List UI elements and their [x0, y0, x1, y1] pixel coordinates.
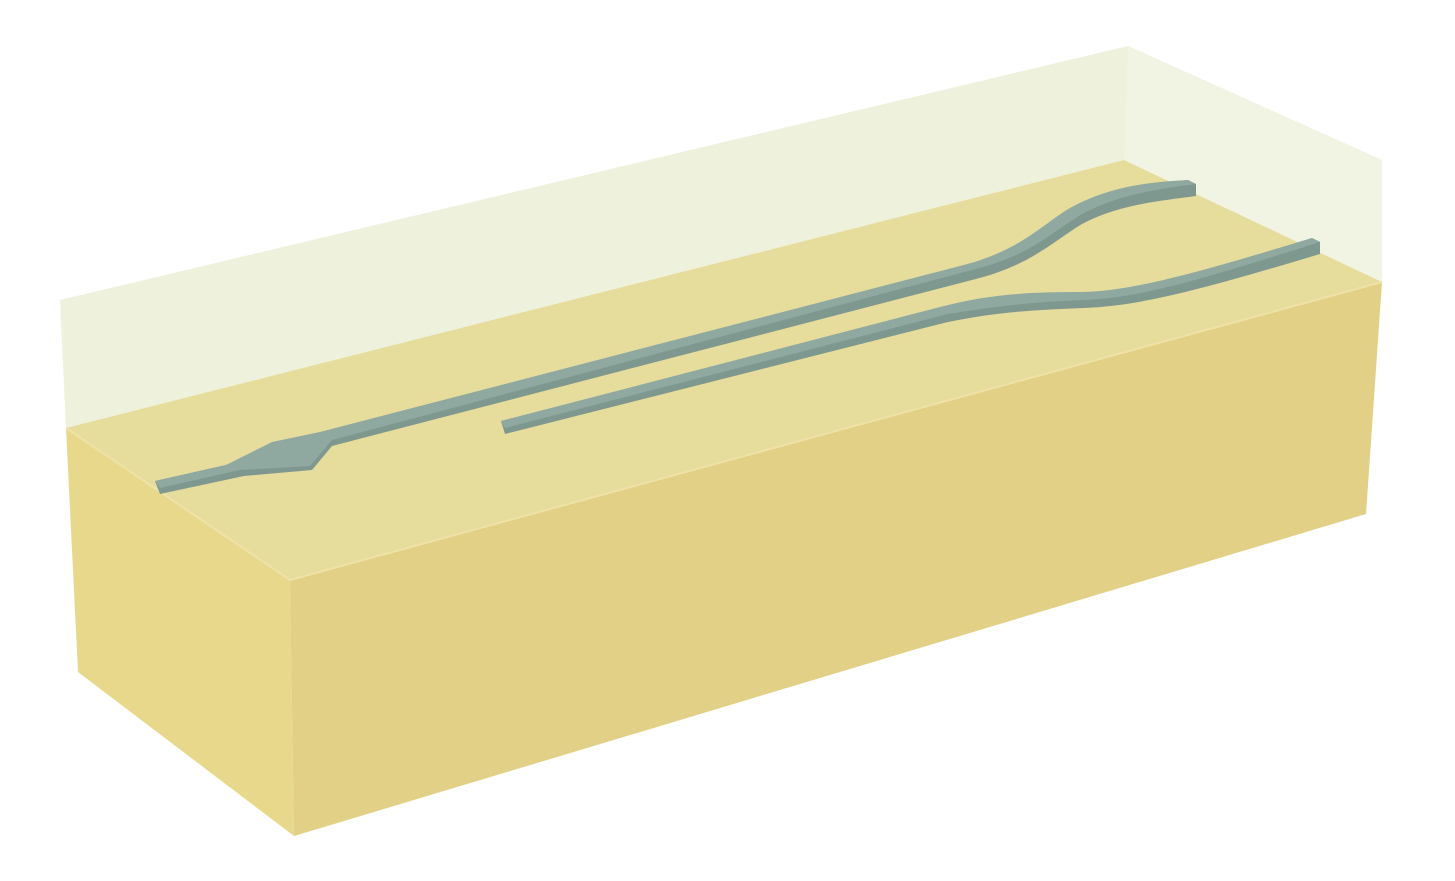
waveguide-1 — [155, 180, 1196, 494]
cladding-layer — [60, 46, 1382, 428]
cladding-right-face — [1124, 46, 1382, 282]
waveguide-1-top — [155, 180, 1196, 488]
substrate-top-edge — [65, 281, 1383, 582]
substrate-left-face — [66, 428, 294, 836]
substrate-front-face — [290, 282, 1382, 836]
cladding-back-face — [60, 46, 1382, 428]
